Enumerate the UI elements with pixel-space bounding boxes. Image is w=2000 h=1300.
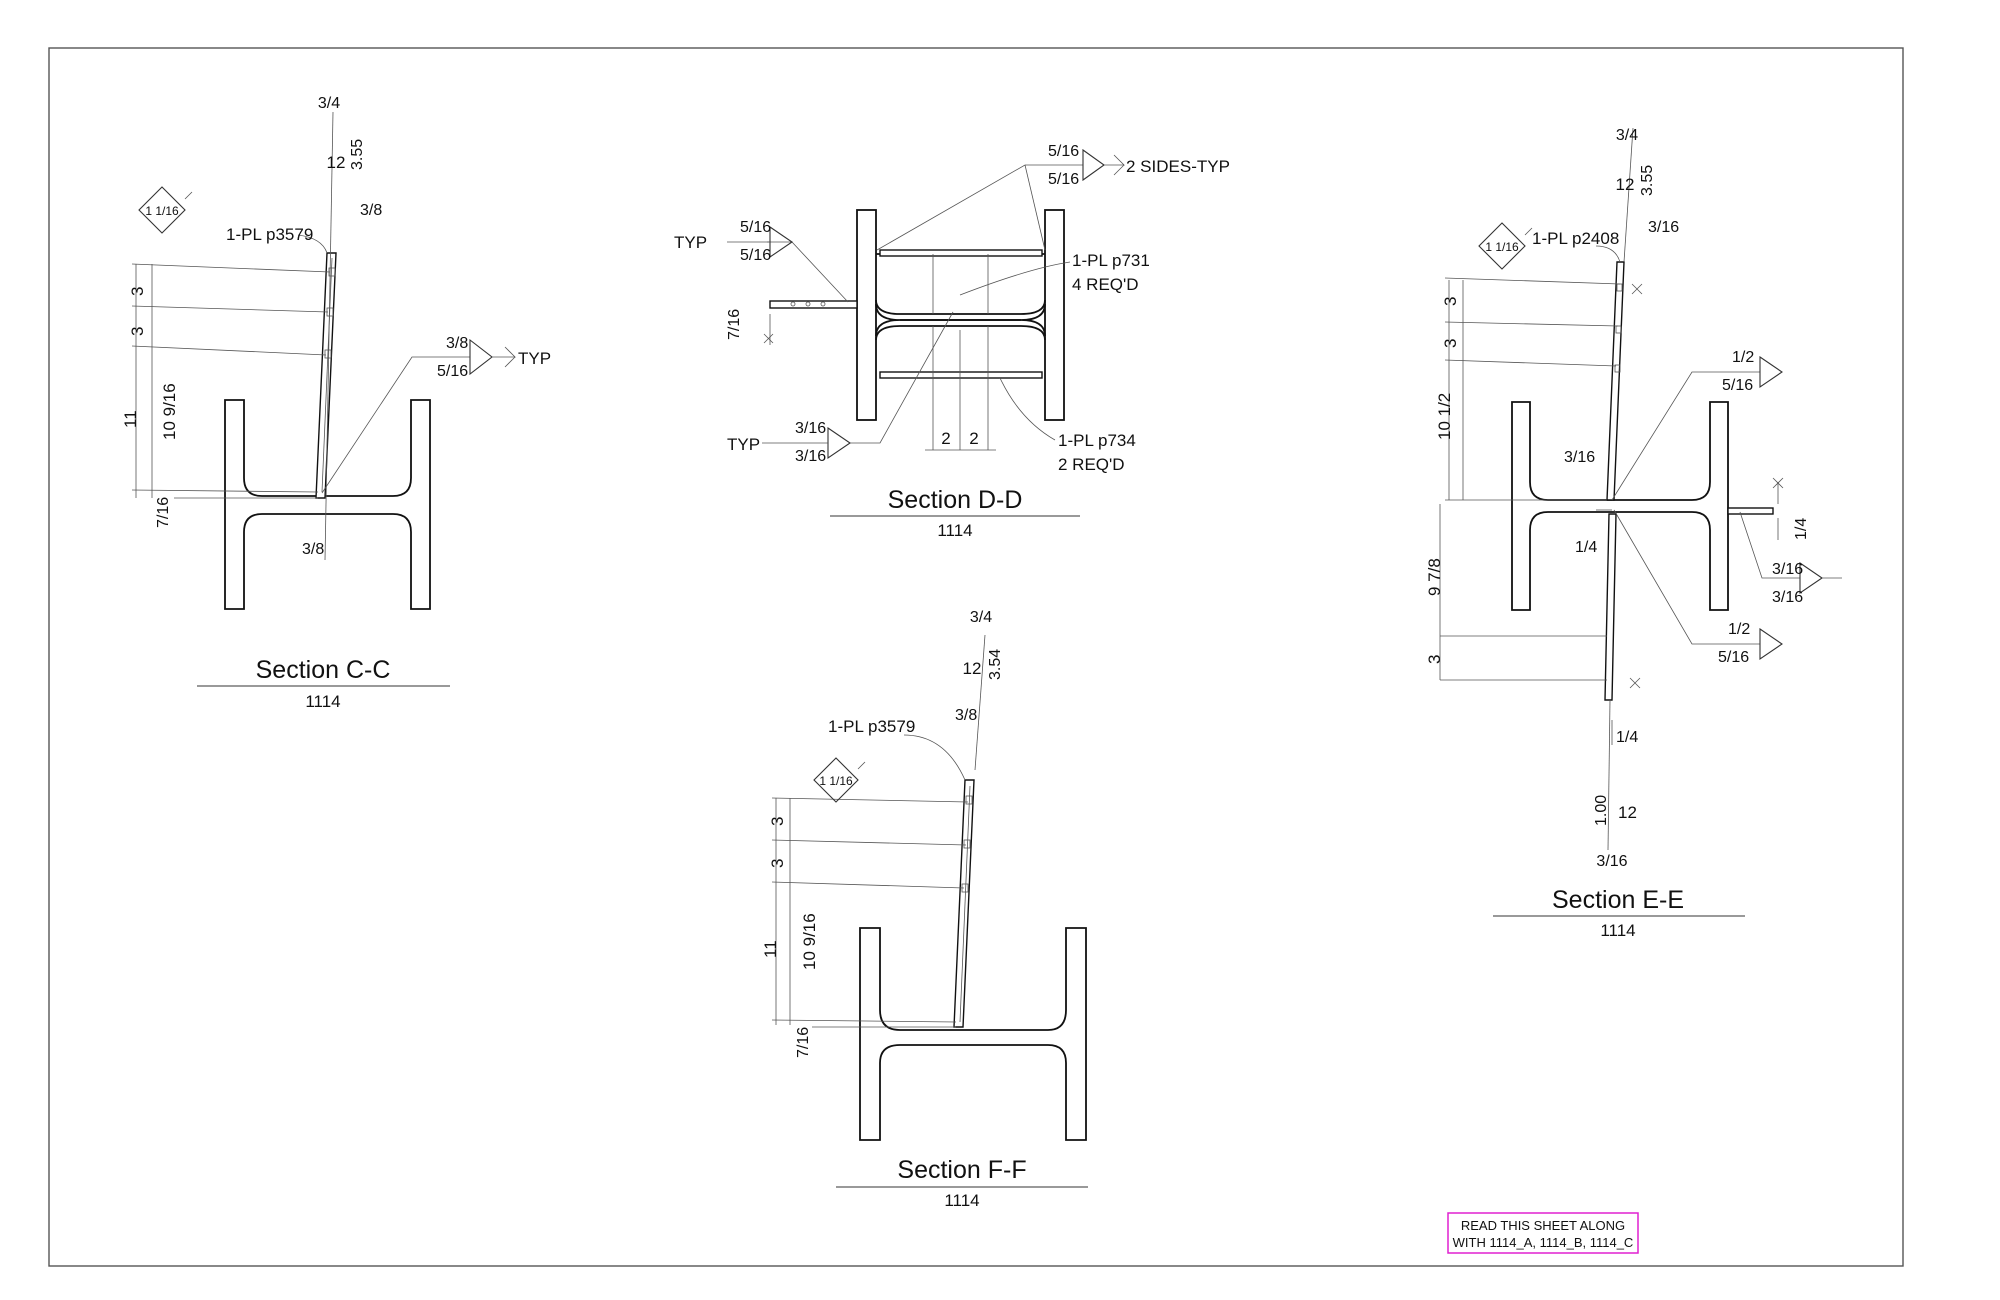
ee-weld3-top: 1/2 <box>1728 621 1750 638</box>
dd-plate-b-qty: 2 REQ'D <box>1058 455 1125 474</box>
cc-dim-1: 3 <box>128 287 147 296</box>
ee-plate-label: 1-PL p2408 <box>1532 229 1619 248</box>
ff-ref: 1114 <box>944 1191 979 1210</box>
dd-weld-left-bottom: 5/16 <box>740 247 771 264</box>
beam-ff <box>859 927 1087 1141</box>
section-d-d <box>727 148 1125 517</box>
ff-dim-1: 3 <box>768 817 787 826</box>
ee-dim-2: 3 <box>1441 339 1460 348</box>
ff-dim-2: 3 <box>768 859 787 868</box>
dd-weld-bottom-label: TYP <box>727 435 760 454</box>
dd-weld-bottom-top: 3/16 <box>795 420 826 437</box>
beam-ee <box>1511 401 1729 611</box>
cc-dim-3: 11 <box>121 410 140 428</box>
ff-dim-5: 7/16 <box>795 1027 812 1058</box>
sheet-border <box>48 47 1904 1267</box>
ff-slope-top: 3/4 <box>970 609 992 626</box>
cc-dim-4: 10 9/16 <box>160 383 179 440</box>
cc-hole-tag: 1 1/16 <box>145 204 179 218</box>
ee-bottom-rise: 1.00 <box>1593 795 1610 826</box>
dd-plate-b: 1-PL p734 <box>1058 431 1136 450</box>
dd-left-flange <box>856 209 877 421</box>
cc-slope-run: 12 <box>327 153 346 172</box>
section-f-f <box>771 634 1088 1188</box>
dd-weld-left-top: 5/16 <box>740 219 771 236</box>
ff-hole-tag: 1 1/16 <box>819 774 853 788</box>
ee-bottom-thk: 1/4 <box>1616 729 1638 746</box>
cc-plate-label: 1-PL p3579 <box>226 225 313 244</box>
note-line-1: READ THIS SHEET ALONG <box>1461 1218 1625 1233</box>
dd-upper-stiffener <box>879 249 1043 257</box>
ee-dim-1: 3 <box>1441 297 1460 306</box>
plate-ee-upper <box>1606 261 1625 501</box>
dd-tab-dim: 7/16 <box>726 309 743 340</box>
dd-side-tab <box>769 300 858 309</box>
ee-weld3-bottom: 5/16 <box>1718 649 1749 666</box>
ee-weld1-bottom: 5/16 <box>1722 377 1753 394</box>
cc-dim-2: 3 <box>128 327 147 336</box>
ff-title: Section F-F <box>897 1156 1026 1184</box>
note-box <box>1447 1212 1639 1254</box>
plate-ff <box>953 779 975 1028</box>
ee-weld2-top: 3/16 <box>1772 561 1803 578</box>
cc-weld-top: 3/8 <box>446 335 468 352</box>
cc-title: Section C-C <box>256 656 391 684</box>
dd-weld-bottom-bottom: 3/16 <box>795 448 826 465</box>
ff-plate-thk-top: 3/8 <box>955 707 977 724</box>
ee-dim-4: 9 7/8 <box>1425 558 1444 596</box>
cc-plate-thk-top: 3/8 <box>360 202 382 219</box>
ee-weld1-top: 1/2 <box>1732 349 1754 366</box>
dd-weld-left-label: TYP <box>674 233 707 252</box>
dd-weld-sides-bottom: 5/16 <box>1048 171 1079 188</box>
dd-weld-sides-top: 5/16 <box>1048 143 1079 160</box>
cc-plate-thk-bottom: 3/8 <box>302 541 324 558</box>
ee-dim-3: 10 1/2 <box>1435 393 1454 440</box>
ee-weld2-bottom: 3/16 <box>1772 589 1803 606</box>
ee-ref: 1114 <box>1600 921 1635 940</box>
ee-web-dim: 3/16 <box>1564 449 1595 466</box>
ee-slope-rise: 3.55 <box>1639 165 1656 196</box>
ee-bottom-frac: 3/16 <box>1596 853 1627 870</box>
beam-cc <box>224 399 431 610</box>
section-c-c <box>131 111 516 687</box>
ee-bottom-run: 12 <box>1618 803 1637 822</box>
ee-plate-thk-top: 3/16 <box>1648 219 1679 236</box>
dd-weld-sides-label: 2 SIDES-TYP <box>1126 157 1230 176</box>
ee-title: Section E-E <box>1552 886 1684 914</box>
ee-slope-run: 12 <box>1616 175 1635 194</box>
ee-tab-dim: 1/4 <box>1793 518 1810 540</box>
dd-plate-a-qty: 4 REQ'D <box>1072 275 1139 294</box>
ee-dim-5: 3 <box>1425 655 1444 664</box>
ee-gap-dim: 1/4 <box>1575 539 1597 556</box>
ee-hole-tag: 1 1/16 <box>1485 240 1519 254</box>
dd-ref: 1114 <box>937 521 972 540</box>
dd-plate-a: 1-PL p731 <box>1072 251 1150 270</box>
note-line-2: WITH 1114_A, 1114_B, 1114_C <box>1453 1235 1634 1250</box>
ee-slope-top: 3/4 <box>1616 127 1638 144</box>
dd-right-flange <box>1044 209 1065 421</box>
dd-lower-stiffener <box>879 371 1043 379</box>
ff-slope-run: 12 <box>963 659 982 678</box>
cc-ref: 1114 <box>305 692 340 711</box>
ff-plate-label: 1-PL p3579 <box>828 717 915 736</box>
cc-slope-rise: 3.55 <box>349 139 366 170</box>
ff-dim-3: 11 <box>761 940 780 958</box>
dd-title: Section D-D <box>888 486 1023 514</box>
dd-dim-1: 2 <box>941 429 950 448</box>
cc-weld-bottom: 5/16 <box>437 363 468 380</box>
cc-slope-top: 3/4 <box>318 95 340 112</box>
section-e-e <box>1439 127 1842 917</box>
plate-cc <box>315 252 337 499</box>
ff-slope-rise: 3.54 <box>987 649 1004 680</box>
dd-dim-2: 2 <box>969 429 978 448</box>
plate-ee-lower <box>1604 513 1617 701</box>
cc-dim-5: 7/16 <box>155 497 172 528</box>
ff-dim-4: 10 9/16 <box>800 913 819 970</box>
ee-right-tab <box>1727 507 1774 515</box>
cc-weld-label: TYP <box>518 349 551 368</box>
